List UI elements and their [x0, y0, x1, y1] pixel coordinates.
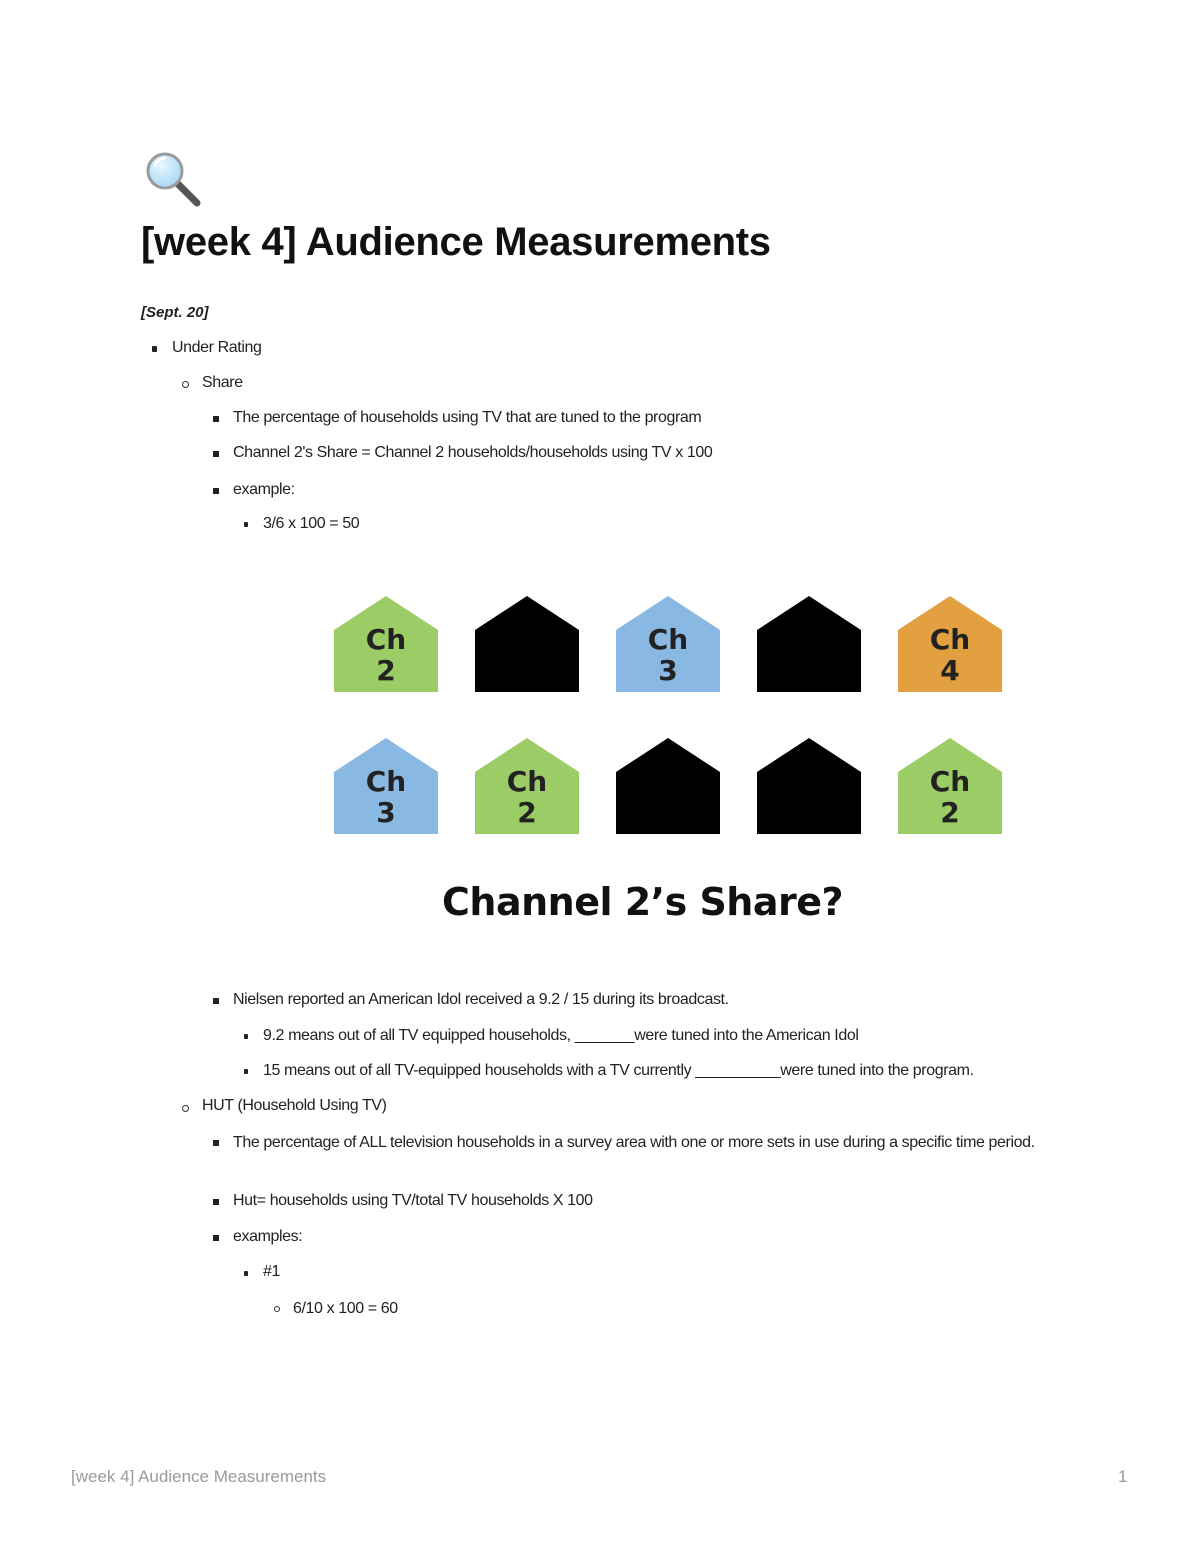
house-ch3-icon: Ch 3: [334, 738, 438, 834]
list-item-nielsen-point-1: 9.2 means out of all TV equipped househo…: [263, 1027, 859, 1044]
svg-text:Ch: Ch: [930, 765, 970, 798]
list-item-nielsen-point-2: 15 means out of all TV-equipped househol…: [263, 1062, 974, 1079]
house-off-icon: [616, 738, 720, 834]
bullet-disc-icon: [244, 522, 248, 527]
bullet-square-icon: [213, 998, 219, 1004]
house-off-icon: [757, 738, 861, 834]
list-item-under-rating: Under Rating: [172, 339, 262, 356]
house-ch2-icon: Ch 2: [334, 596, 438, 692]
page-title: [week 4] Audience Measurements: [141, 220, 771, 264]
bullet-circle-icon: [182, 1105, 189, 1112]
figure-caption: Channel 2’s Share?: [442, 880, 844, 924]
svg-text:2: 2: [376, 654, 395, 687]
list-item-share-formula: Channel 2's Share = Channel 2 households…: [233, 444, 713, 461]
house-ch2-icon: Ch 2: [475, 738, 579, 834]
svg-text:Ch: Ch: [366, 623, 406, 656]
bullet-square-icon: [213, 416, 219, 422]
list-item-example-1-calc: 6/10 x 100 = 60: [293, 1300, 398, 1317]
bullet-square-icon: [213, 1235, 219, 1241]
svg-text:3: 3: [658, 654, 677, 687]
list-item-share-definition: The percentage of households using TV th…: [233, 409, 702, 426]
svg-text:2: 2: [940, 796, 959, 829]
footer-title: [week 4] Audience Measurements: [71, 1467, 327, 1486]
magnifying-glass-icon: [143, 151, 203, 209]
list-item-nielsen: Nielsen reported an American Idol receiv…: [233, 991, 729, 1008]
house-ch4-icon: Ch 4: [898, 596, 1002, 692]
svg-text:4: 4: [940, 654, 959, 687]
list-item-hut: HUT (Household Using TV): [202, 1097, 387, 1114]
channel-share-figure: Ch 2 Ch 3 Ch 4 Ch 3 Ch 2: [330, 590, 1010, 930]
bullet-square-icon: [213, 1199, 219, 1205]
date-label: [Sept. 20]: [141, 304, 209, 321]
house-ch3-icon: Ch 3: [616, 596, 720, 692]
bullet-square-icon: [213, 451, 219, 457]
bullet-disc-icon: [244, 1271, 248, 1276]
svg-text:Ch: Ch: [930, 623, 970, 656]
house-off-icon: [475, 596, 579, 692]
bullet-circle-icon: [182, 381, 189, 388]
bullet-disc-icon: [152, 346, 157, 352]
svg-text:Ch: Ch: [507, 765, 547, 798]
list-item-example-calc: 3/6 x 100 = 50: [263, 515, 360, 532]
svg-text:Ch: Ch: [366, 765, 406, 798]
list-item-hut-formula: Hut= households using TV/total TV househ…: [233, 1192, 593, 1209]
svg-text:3: 3: [376, 796, 395, 829]
list-item-examples-label: examples:: [233, 1228, 303, 1245]
house-ch2-icon: Ch 2: [898, 738, 1002, 834]
page-number: 1: [1118, 1467, 1128, 1486]
bullet-square-icon: [213, 488, 219, 494]
list-item-example-label: example:: [233, 481, 295, 498]
bullet-disc-icon: [244, 1034, 248, 1039]
list-item-share: Share: [202, 374, 243, 391]
svg-text:2: 2: [517, 796, 536, 829]
svg-text:Ch: Ch: [648, 623, 688, 656]
house-off-icon: [757, 596, 861, 692]
list-item-example-1-label: #1: [263, 1263, 280, 1280]
bullet-disc-icon: [244, 1069, 248, 1074]
list-item-hut-definition: The percentage of ALL television househo…: [233, 1134, 1035, 1151]
bullet-square-icon: [213, 1140, 219, 1146]
bullet-circle-icon: [274, 1306, 280, 1312]
